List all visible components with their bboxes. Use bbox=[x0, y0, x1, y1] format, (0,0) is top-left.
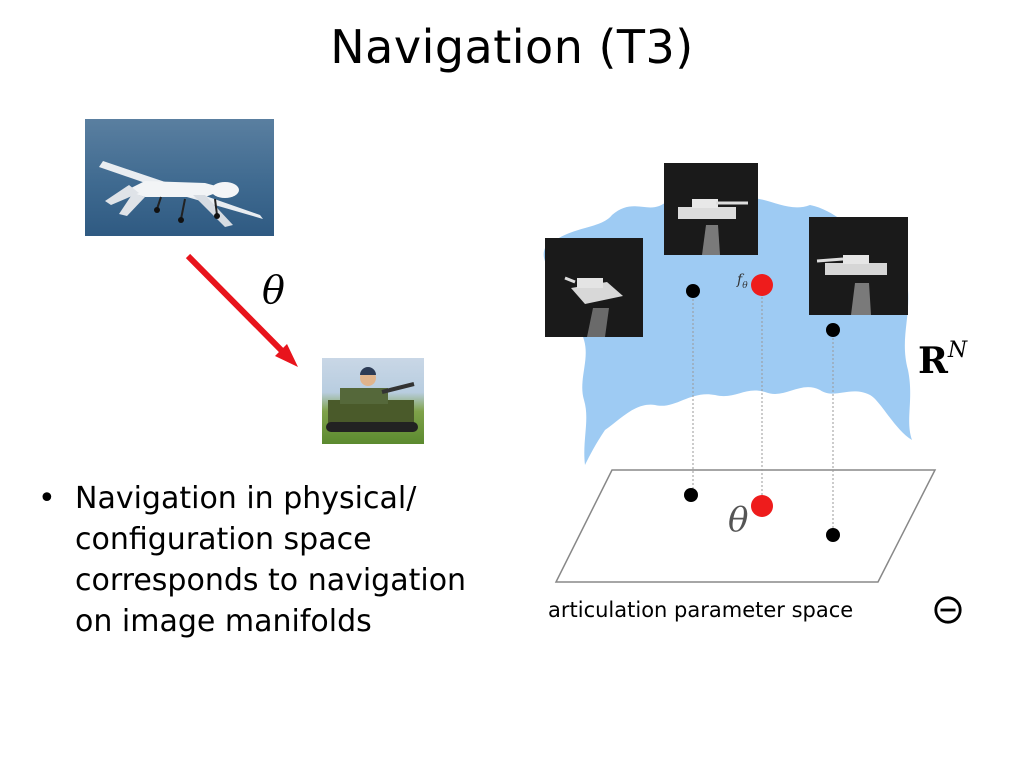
f-symbol: f bbox=[737, 272, 743, 288]
r-symbol: R bbox=[918, 340, 948, 382]
tank-image-center bbox=[664, 163, 758, 255]
toy-tank-illustration bbox=[326, 367, 418, 432]
drone-illustration bbox=[99, 161, 263, 227]
manifold-point bbox=[686, 284, 700, 298]
transition-theta-label: θ bbox=[262, 268, 285, 312]
big-theta-icon bbox=[934, 596, 962, 624]
f-subscript: θ bbox=[742, 280, 748, 291]
ambient-space-label: RN bbox=[918, 338, 967, 382]
tank-image-right bbox=[809, 217, 908, 315]
bullet-list: • Navigation in physical/ configuration … bbox=[38, 478, 498, 642]
parameter-space-caption: articulation parameter space bbox=[548, 598, 854, 622]
tank-illustration bbox=[664, 163, 758, 255]
arrow-head bbox=[275, 344, 298, 367]
drone-photo bbox=[85, 119, 274, 236]
manifold-point bbox=[826, 323, 840, 337]
plane-highlight-point bbox=[751, 495, 773, 517]
parameter-plane bbox=[554, 469, 937, 583]
plane-point bbox=[826, 528, 840, 542]
bullet-item: • Navigation in physical/ configuration … bbox=[38, 478, 498, 642]
plane-theta-label: θ bbox=[728, 500, 749, 540]
manifold-point-label: fθ bbox=[737, 272, 748, 291]
manifold-highlight-point bbox=[751, 274, 773, 296]
bullet-marker: • bbox=[38, 481, 56, 516]
tank-image-left bbox=[545, 238, 643, 337]
transition-arrow bbox=[185, 253, 290, 359]
tank-illustration bbox=[545, 238, 643, 337]
slide-title: Navigation (T3) bbox=[330, 20, 694, 74]
toy-tank-photo bbox=[322, 358, 424, 444]
bullet-text: Navigation in physical/ configuration sp… bbox=[75, 481, 467, 639]
tank-illustration bbox=[809, 217, 908, 315]
n-superscript: N bbox=[947, 338, 968, 363]
plane-point bbox=[684, 488, 698, 502]
